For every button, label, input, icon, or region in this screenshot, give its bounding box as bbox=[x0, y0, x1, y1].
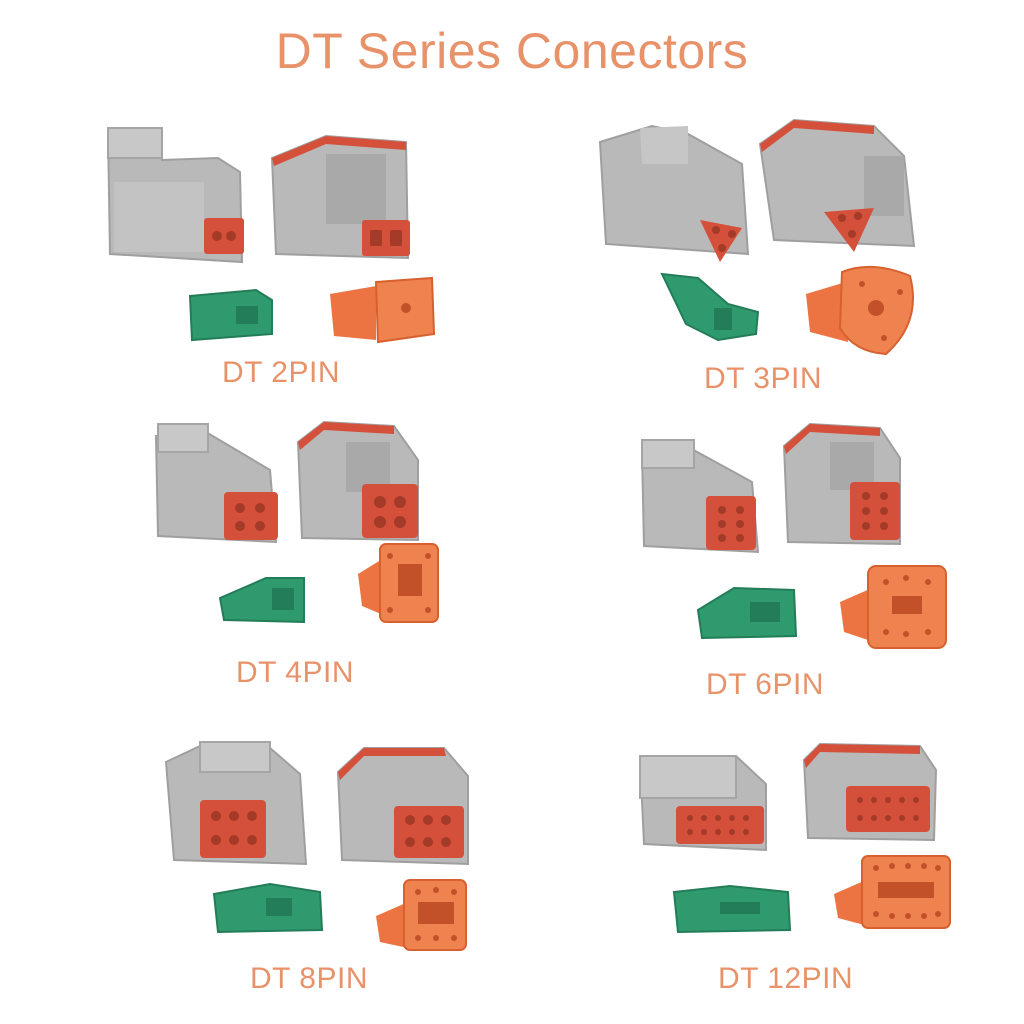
dt4-plug bbox=[150, 418, 284, 548]
dt6-green-wedgelock bbox=[694, 584, 800, 644]
dt2-orange-wedgelock bbox=[326, 276, 438, 348]
dt6-receptacle bbox=[780, 418, 910, 548]
dt8-receptacle bbox=[334, 742, 474, 868]
dt4-label: DT 4PIN bbox=[236, 656, 354, 689]
dt12-label: DT 12PIN bbox=[718, 962, 854, 995]
dt3-green-wedgelock bbox=[658, 268, 762, 344]
dt6-orange-wedgelock bbox=[836, 562, 952, 652]
dt3-receptacle bbox=[754, 116, 924, 256]
dt6-plug bbox=[636, 434, 766, 558]
dt12-orange-wedgelock bbox=[830, 852, 954, 932]
dt3-label: DT 3PIN bbox=[704, 362, 822, 395]
dt2-plug bbox=[100, 122, 260, 272]
dt12-plug bbox=[636, 752, 776, 854]
dt3-plug bbox=[592, 124, 762, 264]
dt2-green-wedgelock bbox=[186, 288, 276, 344]
dt2-label: DT 2PIN bbox=[222, 356, 340, 389]
dt4-green-wedgelock bbox=[216, 574, 308, 628]
page-title: DT Series Conectors bbox=[275, 23, 749, 79]
dt2-receptacle bbox=[266, 128, 426, 268]
dt8-plug bbox=[160, 738, 320, 870]
dt12-green-wedgelock bbox=[670, 882, 794, 938]
dt12-receptacle bbox=[800, 740, 940, 846]
dt4-orange-wedgelock bbox=[354, 540, 442, 626]
dt3-orange-wedgelock bbox=[802, 262, 922, 358]
dt4-receptacle bbox=[294, 414, 424, 544]
dt8-green-wedgelock bbox=[210, 880, 326, 940]
dt8-label: DT 8PIN bbox=[250, 962, 368, 995]
dt8-orange-wedgelock bbox=[372, 876, 470, 954]
dt6-label: DT 6PIN bbox=[706, 668, 824, 701]
